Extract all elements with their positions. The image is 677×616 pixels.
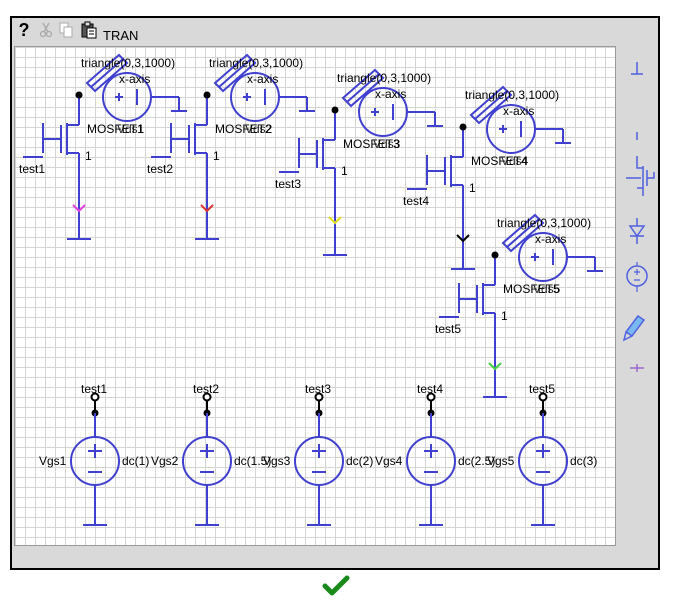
signal-label: triangle(0,3,1000) [81,56,175,70]
signal-label: triangle(0,3,1000) [497,216,591,230]
terminal-node[interactable] [540,394,547,401]
source-label: 1 [341,164,348,178]
terminal-node[interactable] [316,394,323,401]
vds-name: Vds5 [533,282,561,296]
mosfet-5[interactable]: x-axistriangle(0,3,1000)MOSFET5Vds51test… [435,215,603,397]
toolbar: ? TRAN [12,18,658,44]
vds-name: Vds2 [245,122,273,136]
mosfet-1[interactable]: x-axistriangle(0,3,1000)MOSFET1Vds11test… [19,55,187,239]
signal-label: triangle(0,3,1000) [209,56,303,70]
vds-name: Vds3 [373,137,401,151]
source-name: Vgs1 [39,454,67,468]
source-name: Vgs5 [487,454,515,468]
gate-net-label: test5 [435,322,461,336]
source-label: 1 [85,149,92,163]
source-name: Vgs2 [151,454,179,468]
schematic-drawing[interactable]: x-axistriangle(0,3,1000)MOSFET1Vds11test… [15,47,615,545]
copy-icon[interactable] [58,21,74,39]
junction-dot [460,124,467,131]
probe-pen-tool-icon[interactable] [624,316,644,340]
terminal-node[interactable] [92,394,99,401]
gate-net-label: test3 [275,177,301,191]
source-value: dc(2) [346,454,373,468]
signal-label: triangle(0,3,1000) [337,71,431,85]
junction-dot [492,252,499,259]
gate-net-label: test4 [403,194,429,208]
mosfet-tool-icon[interactable] [626,156,654,196]
source-label: 1 [213,149,220,163]
cut-icon[interactable] [38,21,54,39]
label-tool-icon[interactable] [630,364,644,372]
gate-net-label: test2 [147,162,173,176]
xaxis-label: x-axis [375,87,406,101]
source-name: Vgs4 [375,454,403,468]
source-value: dc(3) [570,454,597,468]
ground-tool-icon[interactable] [631,62,643,74]
vds-name: Vds4 [501,154,529,168]
junction-dot [204,92,211,99]
paste-icon[interactable] [80,21,98,39]
terminal-node[interactable] [204,394,211,401]
gate-net-label: test1 [19,162,45,176]
vds-name: Vds1 [117,122,145,136]
voltage-source-5[interactable]: test5Vgs5dc(3) [487,382,597,525]
junction-dot [332,107,339,114]
source-name: Vgs3 [263,454,291,468]
signal-label: triangle(0,3,1000) [465,88,559,102]
diode-tool-icon[interactable] [630,218,644,244]
xaxis-label: x-axis [247,72,278,86]
mosfet-2[interactable]: x-axistriangle(0,3,1000)MOSFET2Vds21test… [147,55,315,239]
xaxis-label: x-axis [503,104,534,118]
terminal-node[interactable] [428,394,435,401]
junction-dot [76,92,83,99]
voltage-source-4[interactable]: test4Vgs4dc(2.5) [375,382,495,525]
editor-window: ? TRAN x-axist [10,16,660,570]
voltage-source-3[interactable]: test3Vgs3dc(2) [263,382,373,525]
source-label: 1 [469,181,476,195]
checkmark-icon [322,574,350,598]
xaxis-label: x-axis [535,232,566,246]
component-palette [616,46,658,544]
voltage-source-tool-icon[interactable] [627,262,647,292]
source-value: dc(1) [122,454,149,468]
source-label: 1 [501,309,508,323]
voltage-source-2[interactable]: test2Vgs2dc(1.5) [151,382,271,525]
mode-label[interactable]: TRAN [103,28,138,42]
help-icon[interactable]: ? [16,21,32,39]
schematic-canvas[interactable]: x-axistriangle(0,3,1000)MOSFET1Vds11test… [14,46,616,546]
voltage-source-1[interactable]: test1Vgs1dc(1) [39,382,149,525]
xaxis-label: x-axis [119,72,150,86]
